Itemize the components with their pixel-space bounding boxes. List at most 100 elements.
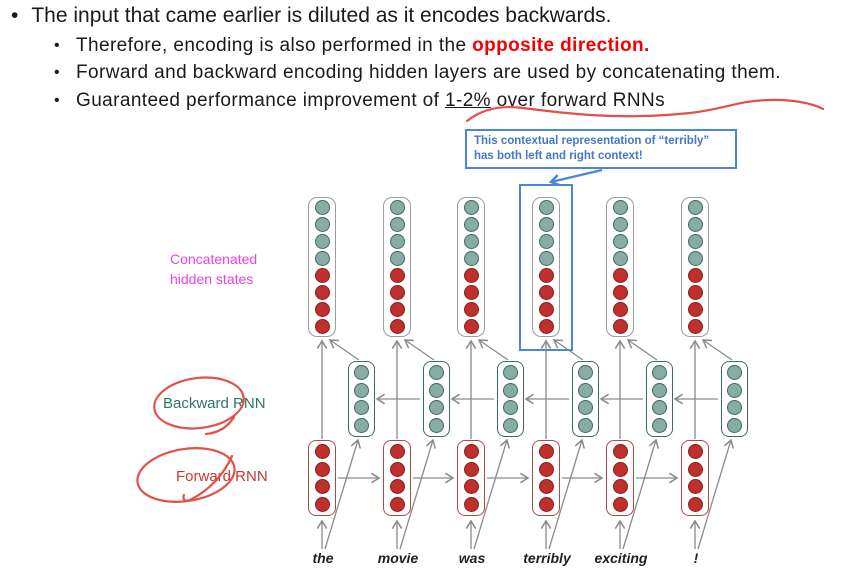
red-unit-circle bbox=[314, 302, 330, 317]
backward-rnn-label: Backward RNN bbox=[163, 395, 266, 412]
improvement-percent-underlined: 1-2% bbox=[445, 90, 491, 111]
forward-rnn-box bbox=[383, 440, 411, 516]
teal-unit-circle bbox=[687, 251, 703, 266]
teal-unit-circle bbox=[314, 251, 330, 266]
teal-unit-circle bbox=[687, 217, 703, 232]
teal-unit-circle bbox=[538, 251, 554, 266]
red-unit-circle bbox=[687, 285, 703, 300]
teal-unit-circle bbox=[612, 200, 628, 215]
callout-line-2: has both left and right context! bbox=[474, 150, 643, 162]
red-unit-circle bbox=[463, 461, 479, 477]
red-unit-circle bbox=[463, 268, 479, 283]
teal-unit-circle bbox=[687, 234, 703, 249]
teal-unit-circle bbox=[429, 364, 444, 380]
red-unit-circle bbox=[463, 479, 479, 495]
red-unit-circle bbox=[389, 302, 405, 317]
concat-state-box bbox=[308, 197, 336, 337]
red-unit-circle bbox=[538, 443, 554, 459]
red-unit-circle bbox=[389, 461, 405, 477]
concat-state-box bbox=[457, 197, 485, 337]
red-unit-circle bbox=[612, 285, 628, 300]
callout-line-1: This contextual representation of “terri… bbox=[474, 135, 710, 147]
red-unit-circle bbox=[538, 497, 554, 513]
teal-unit-circle bbox=[429, 382, 444, 398]
concat-state-box bbox=[681, 197, 709, 337]
backward-rnn-box bbox=[423, 361, 450, 437]
red-unit-circle bbox=[389, 497, 405, 513]
red-unit-circle bbox=[389, 285, 405, 300]
word-label: terribly bbox=[523, 550, 571, 566]
teal-unit-circle bbox=[503, 364, 518, 380]
word-label: ! bbox=[693, 550, 699, 566]
teal-unit-circle bbox=[578, 418, 593, 434]
teal-unit-circle bbox=[354, 364, 369, 380]
teal-unit-circle bbox=[463, 234, 479, 249]
teal-unit-circle bbox=[652, 364, 667, 380]
red-unit-circle bbox=[463, 497, 479, 513]
sub-bullet-3-suffix: over forward RNNs bbox=[490, 90, 666, 111]
red-unit-circle bbox=[538, 285, 554, 300]
bullet-glyph: • bbox=[11, 4, 19, 27]
teal-unit-circle bbox=[538, 217, 554, 232]
teal-unit-circle bbox=[314, 200, 330, 215]
forward-rnn-box bbox=[308, 440, 336, 516]
teal-unit-circle bbox=[463, 251, 479, 266]
terribly-highlight-box bbox=[519, 184, 573, 351]
word-label: movie bbox=[377, 550, 419, 566]
arrow-backward-to-concat bbox=[701, 339, 733, 361]
teal-unit-circle bbox=[503, 400, 518, 416]
red-unit-circle bbox=[389, 319, 405, 334]
concat-state-box-terribly bbox=[532, 197, 560, 337]
teal-unit-circle bbox=[578, 400, 593, 416]
forward-rnn-box bbox=[457, 440, 485, 516]
red-unit-circle bbox=[612, 479, 628, 495]
arrow-backward-to-concat bbox=[477, 339, 509, 361]
red-unit-circle bbox=[314, 443, 330, 459]
red-unit-circle bbox=[612, 497, 628, 513]
teal-unit-circle bbox=[687, 200, 703, 215]
teal-unit-circle bbox=[389, 234, 405, 249]
forward-rnn-box bbox=[532, 440, 560, 516]
opposite-direction-emphasis: opposite direction. bbox=[472, 35, 650, 56]
teal-unit-circle bbox=[727, 382, 742, 398]
red-unit-circle bbox=[389, 479, 405, 495]
teal-unit-circle bbox=[354, 418, 369, 434]
red-unit-circle bbox=[538, 319, 554, 334]
red-unit-circle bbox=[314, 268, 330, 283]
teal-unit-circle bbox=[503, 382, 518, 398]
red-unit-circle bbox=[687, 268, 703, 283]
sub-bullet-2: •Forward and backward encoding hidden la… bbox=[54, 62, 781, 84]
teal-unit-circle bbox=[727, 364, 742, 380]
red-unit-circle bbox=[314, 497, 330, 513]
teal-unit-circle bbox=[314, 234, 330, 249]
bullet-line-1: •The input that came earlier is diluted … bbox=[11, 4, 612, 28]
word-label: the bbox=[312, 550, 334, 566]
teal-unit-circle bbox=[612, 217, 628, 232]
teal-unit-circle bbox=[463, 217, 479, 232]
concat-state-box bbox=[383, 197, 411, 337]
teal-unit-circle bbox=[389, 200, 405, 215]
red-unit-circle bbox=[389, 268, 405, 283]
sub-bullet-3: •Guaranteed performance improvement of 1… bbox=[54, 90, 665, 112]
red-unit-circle bbox=[314, 479, 330, 495]
backward-rnn-box bbox=[497, 361, 524, 437]
red-unit-circle bbox=[687, 319, 703, 334]
backward-rnn-box bbox=[646, 361, 673, 437]
teal-unit-circle bbox=[612, 251, 628, 266]
red-unit-circle bbox=[687, 479, 703, 495]
red-unit-circle bbox=[687, 302, 703, 317]
teal-unit-circle bbox=[429, 400, 444, 416]
red-unit-circle bbox=[314, 285, 330, 300]
forward-rnn-box bbox=[681, 440, 709, 516]
forward-rnn-box bbox=[606, 440, 634, 516]
backward-rnn-box bbox=[572, 361, 599, 437]
teal-unit-circle bbox=[578, 364, 593, 380]
forward-rnn-label: Forward RNN bbox=[176, 468, 268, 485]
red-unit-circle bbox=[538, 268, 554, 283]
red-unit-circle bbox=[538, 461, 554, 477]
bullet-glyph: • bbox=[54, 92, 61, 109]
red-unit-circle bbox=[389, 443, 405, 459]
teal-unit-circle bbox=[354, 382, 369, 398]
teal-unit-circle bbox=[612, 234, 628, 249]
